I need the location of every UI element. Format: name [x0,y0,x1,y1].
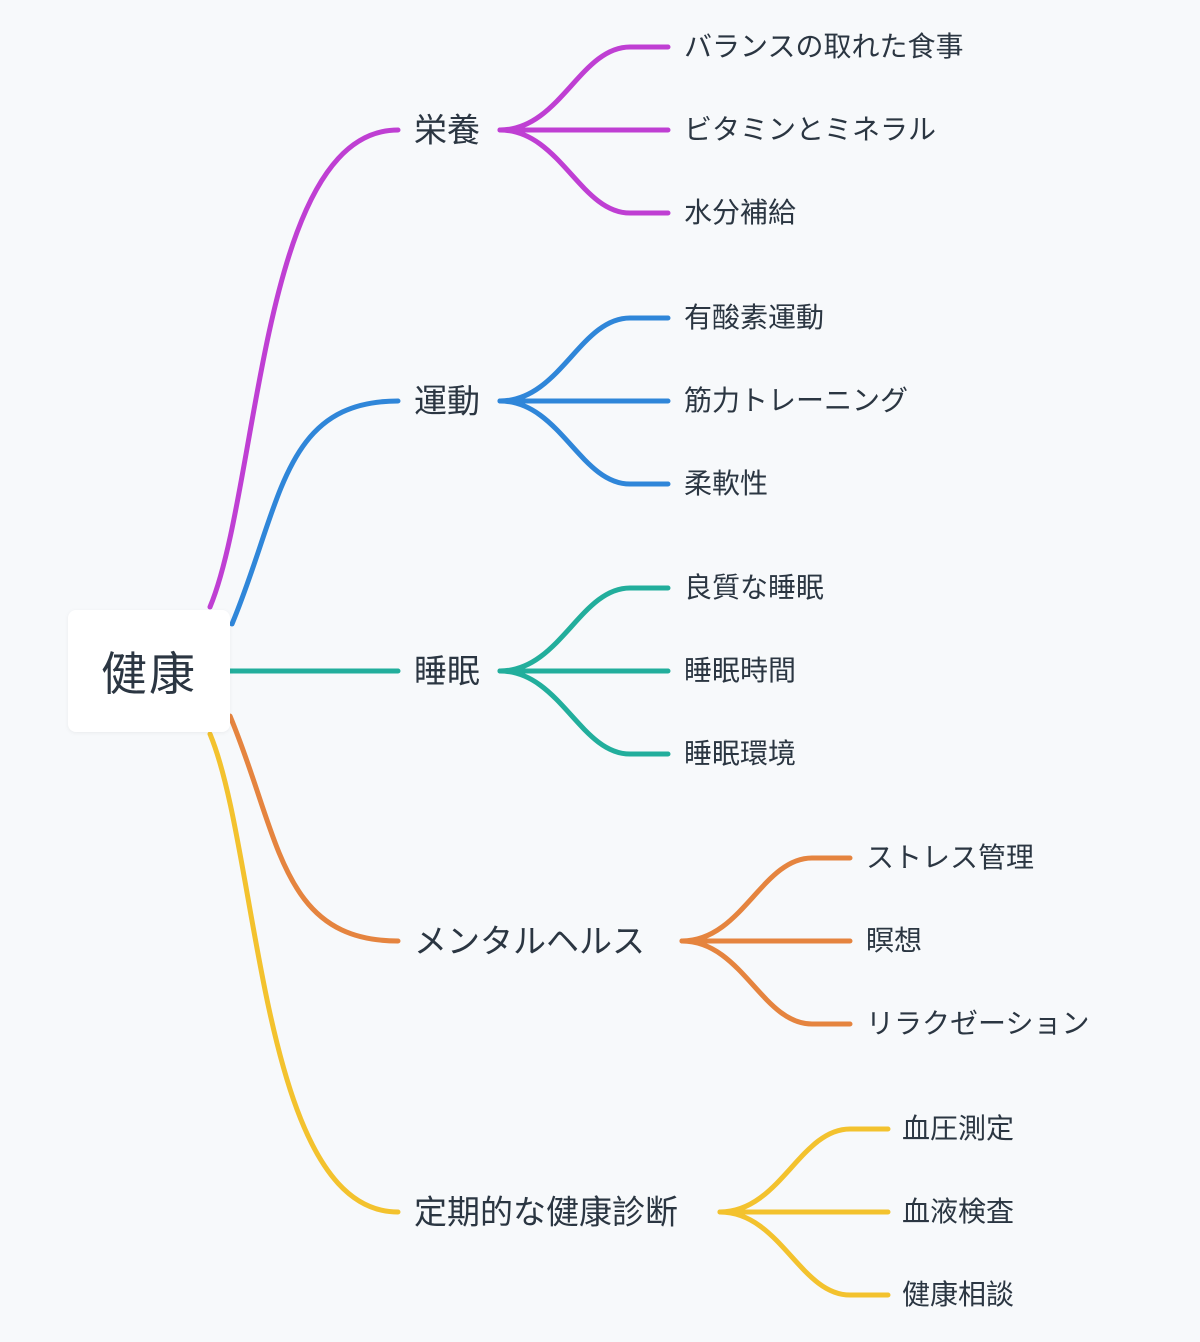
leaf-connector-line [497,127,671,216]
leaf-label[interactable]: 瞑想 [866,924,923,957]
leaf-label[interactable]: 筋力トレーニング [684,384,909,417]
root-connector-line [207,731,401,1215]
root-connector-line [227,713,401,944]
leaf-connector-line [717,1209,891,1298]
root-connector-line [207,127,401,610]
root-connector-line [229,398,401,627]
leaf-label[interactable]: 水分補給 [684,196,797,229]
leaf-label[interactable]: 睡眠時間 [684,654,797,687]
leaf-label[interactable]: リラクゼーション [866,1007,1090,1040]
branch-label-sleep[interactable]: 睡眠 [414,651,480,691]
leaf-label[interactable]: ストレス管理 [866,841,1035,874]
leaf-connector-line [497,668,671,757]
leaf-label[interactable]: 血圧測定 [902,1112,1015,1145]
root-node[interactable]: 健康 [68,610,230,732]
branch-label-checkup[interactable]: 定期的な健康診断 [414,1192,678,1232]
leaf-label[interactable]: バランスの取れた食事 [684,30,964,63]
branch-label-nutrition[interactable]: 栄養 [414,110,480,150]
leaf-label[interactable]: 血液検査 [902,1195,1015,1228]
leaf-connector-line [497,398,671,487]
leaf-label[interactable]: 良質な睡眠 [684,571,825,604]
leaf-label[interactable]: 睡眠環境 [684,737,797,770]
leaf-label[interactable]: 有酸素運動 [684,301,825,334]
leaf-connector-line [497,44,671,133]
leaf-label[interactable]: ビタミンとミネラル [684,113,937,146]
leaf-label[interactable]: 健康相談 [902,1278,1015,1311]
leaf-connector-line [497,315,671,404]
branch-label-exercise[interactable]: 運動 [414,381,480,421]
leaf-connector-line [679,855,853,944]
root-label: 健康 [101,647,197,701]
leaf-label[interactable]: 柔軟性 [684,467,769,500]
leaf-connector-line [717,1126,891,1215]
leaf-connector-line [679,938,853,1027]
leaf-connector-line [497,585,671,674]
branch-label-mental-health[interactable]: メンタルヘルス [414,921,645,961]
